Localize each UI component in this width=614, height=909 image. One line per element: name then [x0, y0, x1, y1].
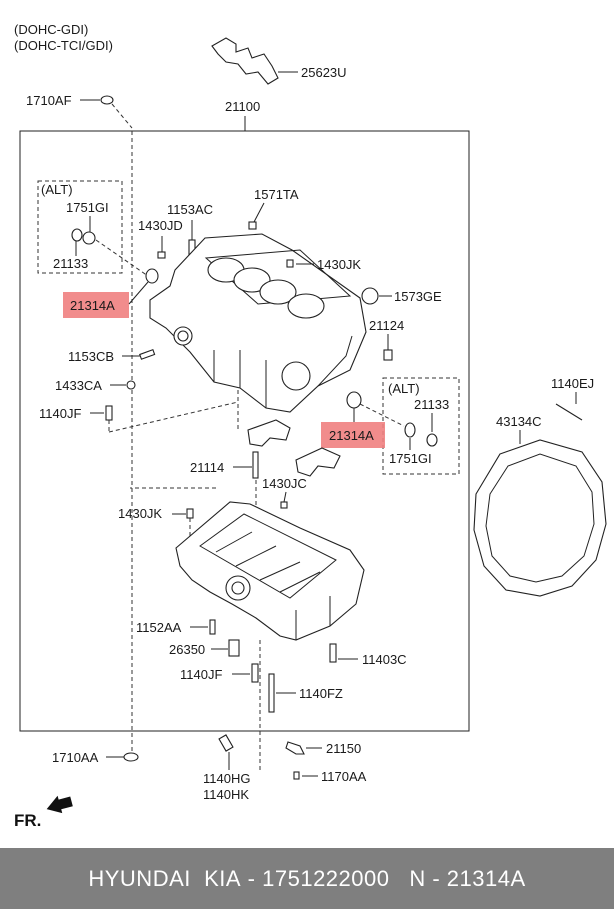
footer-bar: HYUNDAI KIA - 1751222000 N - 21314A — [0, 848, 614, 909]
label-21150: 21150 — [326, 741, 361, 756]
footer-brand: HYUNDAI KIA — [88, 865, 242, 891]
oring-1710aa — [123, 752, 139, 762]
assembly-frame — [19, 130, 470, 732]
label-11403c: 11403C — [362, 652, 407, 667]
plug-21314a-right — [346, 391, 362, 409]
variant-label-tci-gdi: (DOHC-TCI/GDI) — [14, 38, 113, 53]
plug-1153cb — [139, 349, 156, 360]
label-1571ta: 1571TA — [254, 187, 299, 202]
highlight-21314a-right — [321, 422, 385, 448]
label-1140hg: 1140HG — [203, 771, 250, 786]
bolt-1140ej — [555, 403, 583, 421]
label-21133-right: 21133 — [414, 397, 449, 412]
plug-1571ta — [248, 221, 257, 230]
label-21314a-right: 21314A — [329, 428, 374, 443]
variant-label-gdi: (DOHC-GDI) — [14, 22, 88, 37]
label-1140fz: 1140FZ — [299, 686, 343, 701]
pin-1430jc — [280, 501, 288, 509]
label-1140jf-bottom: 1140JF — [180, 667, 222, 682]
label-alt-right: (ALT) — [388, 381, 420, 396]
pin-1430jk-top — [286, 259, 294, 268]
label-25623u: 25623U — [301, 65, 347, 80]
plug-1152aa — [209, 619, 216, 635]
oil-jet-26350 — [228, 639, 240, 657]
dowel-21124 — [383, 349, 393, 361]
label-1170aa: 1170AA — [321, 769, 367, 784]
label-1430jk-bottom: 1430JK — [118, 506, 162, 521]
label-front: FR. — [14, 811, 41, 830]
label-1152aa: 1152AA — [136, 620, 182, 635]
pin-1430jd — [157, 251, 166, 259]
seal-21133-right — [426, 433, 438, 447]
part-25623u-shape — [211, 37, 279, 85]
bolt-1140jf-bottom — [251, 663, 259, 683]
gasket-43134c — [473, 439, 607, 597]
label-1710aa: 1710AA — [52, 750, 99, 765]
plug-1170aa — [293, 771, 300, 780]
label-1430jk-top: 1430JK — [317, 257, 361, 272]
front-arrow-icon — [46, 795, 73, 814]
label-21100: 21100 — [225, 99, 260, 114]
label-1573ge: 1573GE — [394, 289, 442, 304]
label-1751gi-top: 1751GI — [66, 200, 109, 215]
label-1140ej: 1140EJ — [551, 376, 594, 391]
oring-1751gi-top — [82, 231, 96, 245]
bolt-21114 — [252, 451, 259, 479]
bearing-cap-1 — [247, 419, 291, 447]
label-26350: 26350 — [169, 642, 205, 657]
highlight-21314a-left — [63, 292, 129, 318]
label-1153cb: 1153CB — [68, 349, 114, 364]
footer-ref-number: 21314A — [446, 865, 526, 891]
label-21114: 21114 — [190, 460, 224, 475]
label-1140jf-top: 1140JF — [39, 406, 81, 421]
plug-1433ca — [126, 380, 136, 390]
label-43134c: 43134C — [496, 414, 542, 429]
alt-box-left — [37, 180, 123, 274]
footer-separator-2: N - — [389, 865, 447, 891]
bolt-1140jf-top — [105, 405, 113, 421]
bolt-1140hg — [218, 734, 234, 752]
label-alt-left: (ALT) — [41, 182, 73, 197]
label-1751gi-right: 1751GI — [389, 451, 432, 466]
oring-1710af — [100, 95, 114, 105]
pin-1430jk-bottom — [186, 508, 194, 519]
cylinder-block — [149, 233, 367, 413]
exploded-parts-diagram: (DOHC-GDI) (DOHC-TCI/GDI) 25623U 1710AF … — [14, 22, 607, 830]
footer-part-number: 1751222000 — [262, 865, 390, 891]
label-1430jd: 1430JD — [138, 218, 183, 233]
bolt-11403c — [329, 643, 337, 663]
label-1430jc: 1430JC — [262, 476, 307, 491]
seal-21133-top — [71, 228, 83, 242]
bolt-1140fz — [268, 673, 275, 713]
plug-1573ge — [361, 287, 379, 305]
oring-1751gi-right — [404, 422, 416, 438]
label-1153ac: 1153AC — [167, 202, 213, 217]
footer-separator-1: - — [241, 865, 263, 891]
label-21133-top: 21133 — [53, 256, 88, 271]
label-21124: 21124 — [369, 318, 404, 333]
bearing-cap-2 — [295, 447, 341, 477]
label-21314a-left: 21314A — [70, 298, 115, 313]
label-1140hk: 1140HK — [203, 787, 249, 802]
plug-21314a-left — [145, 268, 159, 284]
lower-crankcase — [175, 501, 365, 641]
label-1433ca: 1433CA — [55, 378, 102, 393]
part-21150 — [285, 741, 305, 755]
label-1710af: 1710AF — [26, 93, 72, 108]
